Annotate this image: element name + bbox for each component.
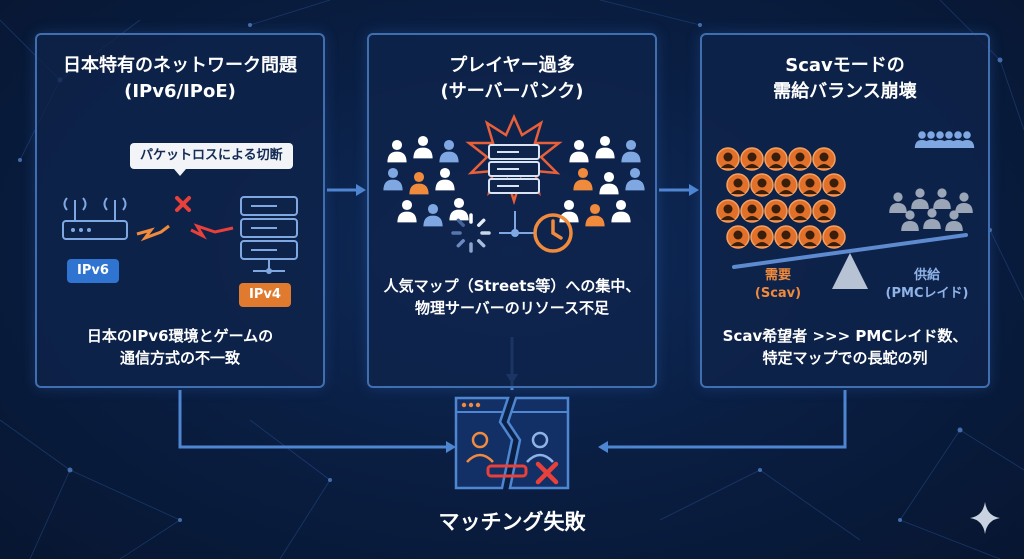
broken-link-icon: [136, 196, 234, 242]
overloaded-server-icon: [465, 113, 563, 206]
scav-player-icon: [764, 147, 788, 171]
description-line-1: 人気マップ（Streets等）への集中、: [383, 277, 641, 295]
scav-crowd-icon: [716, 147, 846, 249]
balance-scale-icon: [732, 233, 968, 289]
panel-title-line-2: (サーバーパンク): [440, 81, 584, 102]
pmc-player-icon: [923, 208, 941, 229]
pmc-player-icon: [901, 210, 919, 231]
description-line-2: 特定マップでの長蛇の列: [762, 349, 928, 367]
scav-player-icon: [726, 225, 750, 249]
player-icon: [595, 135, 615, 159]
player-overload-panel: プレイヤー過多 (サーバーパンク) 人気マップ（Streets等）への: [367, 33, 657, 388]
supply-label-line-2: (PMCレイド): [885, 286, 969, 301]
player-icon: [397, 199, 417, 223]
panel-description: Scav希望者 >>> PMCレイド数、 特定マップでの長蛇の列: [702, 325, 988, 369]
broken-window-icon: [454, 396, 570, 490]
panel-title-line-1: プレイヤー過多: [449, 55, 575, 76]
network-issue-panel: 日本特有のネットワーク問題 (IPv6/IPoE) IPv6 IPv4 日本のI…: [35, 33, 325, 388]
player-icon: [435, 167, 455, 191]
scav-player-icon: [750, 173, 774, 197]
demand-label-line-2: (Scav): [754, 286, 802, 301]
player-icon: [387, 139, 407, 163]
player-icon: [409, 171, 429, 195]
ipv4-tag: IPv4: [239, 283, 291, 307]
supply-label-line-1: 供給: [913, 268, 940, 283]
player-icon: [585, 203, 605, 227]
scav-player-icon: [788, 147, 812, 171]
player-icon: [621, 139, 641, 163]
pmc-player-icon: [945, 210, 963, 231]
scav-player-icon: [740, 147, 764, 171]
player-icon: [439, 139, 459, 163]
player-icon: [413, 135, 433, 159]
pmc-queue-icon: [914, 131, 975, 149]
scav-player-icon: [750, 225, 774, 249]
supply-label: 供給 (PMCレイド): [872, 267, 982, 303]
ipv6-tag: IPv6: [67, 259, 119, 283]
scav-player-icon: [764, 199, 788, 223]
packet-loss-callout: パケットロスによる切断: [130, 143, 293, 176]
scav-player-icon: [726, 173, 750, 197]
pmc-group-icon: [889, 188, 973, 231]
scav-player-icon: [740, 199, 764, 223]
sparkle-icon: [970, 502, 1000, 534]
panel-title-line-1: 日本特有のネットワーク問題: [63, 55, 297, 76]
network-node-icon: [499, 211, 535, 237]
description-line-2: 通信方式の不一致: [119, 349, 240, 367]
player-crowd-icon: [383, 135, 645, 227]
player-icon: [573, 167, 593, 191]
pmc-player-icon: [955, 192, 973, 213]
scav-player-icon: [798, 173, 822, 197]
demand-label-line-1: 需要: [764, 268, 791, 283]
player-icon: [611, 199, 631, 223]
loading-spinner-icon: [451, 213, 491, 253]
player-icon: [383, 167, 403, 191]
scav-player-icon: [822, 173, 846, 197]
demand-label: 需要 (Scav): [738, 267, 818, 303]
scav-player-icon: [716, 147, 740, 171]
scav-player-icon: [788, 199, 812, 223]
scav-balance-panel: Scavモードの 需給バランス崩壊 需要 (Scav) 供給 (PMCレイド) …: [700, 33, 990, 388]
player-icon: [569, 139, 589, 163]
scav-player-icon: [774, 173, 798, 197]
router-icon: [62, 197, 128, 240]
player-icon: [625, 167, 645, 191]
description-line-1: Scav希望者 >>> PMCレイド数、: [722, 327, 968, 345]
player-icon: [599, 171, 619, 195]
panel-title-line-1: Scavモードの: [785, 55, 905, 76]
panel-title-line-2: (IPv6/IPoE): [124, 81, 236, 102]
panel-description: 人気マップ（Streets等）への集中、 物理サーバーのリソース不足: [369, 275, 655, 319]
matching-failure-label: マッチング失敗: [438, 510, 586, 534]
scav-player-icon: [812, 199, 836, 223]
pmc-player-icon: [933, 188, 951, 209]
scav-player-icon: [798, 225, 822, 249]
description-line-1: 日本のIPv6環境とゲームの: [86, 327, 274, 345]
panel-description: 日本のIPv6環境とゲームの 通信方式の不一致: [37, 325, 323, 369]
scav-player-icon: [812, 147, 836, 171]
pmc-player-icon: [889, 192, 907, 213]
pmc-player-icon: [911, 188, 929, 209]
player-icon: [449, 197, 469, 221]
panel-title-line-2: 需給バランス崩壊: [773, 81, 917, 102]
scav-player-icon: [822, 225, 846, 249]
player-icon: [423, 203, 443, 227]
queued-player-icon: [959, 131, 975, 149]
server-icon: [240, 196, 298, 274]
clock-icon: [533, 213, 573, 253]
scav-player-icon: [716, 199, 740, 223]
description-line-2: 物理サーバーのリソース不足: [414, 299, 610, 317]
scav-player-icon: [774, 225, 798, 249]
